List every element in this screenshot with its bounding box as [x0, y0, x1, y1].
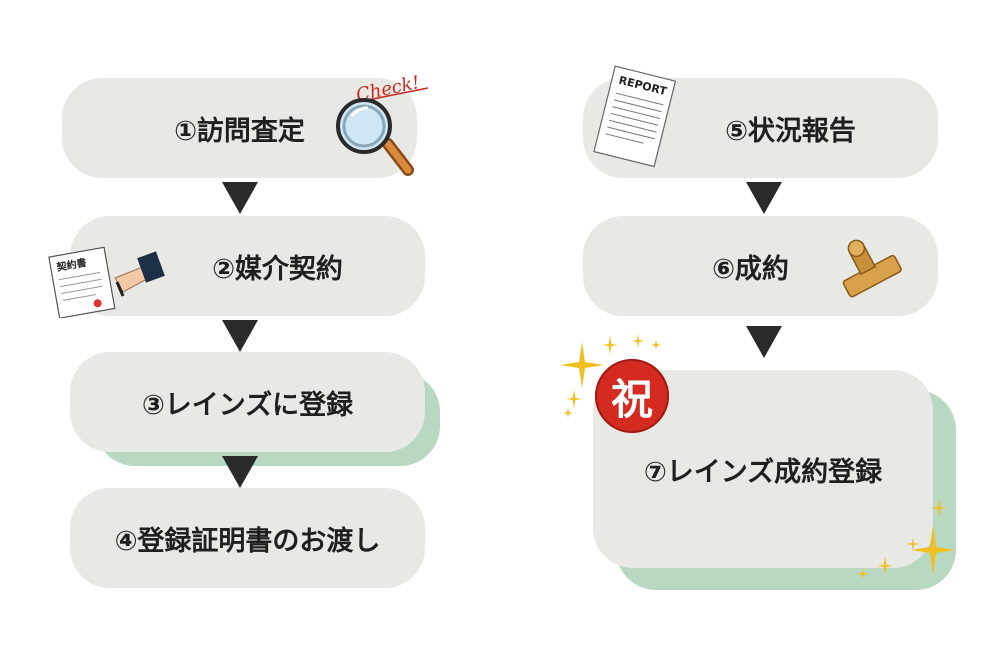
arrow-down-icon: [222, 456, 258, 488]
arrow-down-icon: [746, 182, 782, 214]
step-7-label: ⑦レインズ成約登録: [643, 456, 883, 488]
report-document-icon: REPORT: [593, 65, 677, 168]
stamp-icon: [842, 239, 902, 298]
celebration-badge: 祝: [595, 359, 669, 433]
contract-signing-icon: 契約書: [48, 246, 165, 318]
step-4-box: ④登録証明書のお渡し: [70, 488, 425, 588]
step-3-label: ③レインズに登録: [141, 389, 354, 421]
sparkle-icon: [560, 334, 661, 418]
step-2-label: ②媒介契約: [212, 253, 343, 285]
step-2-box: ②媒介契約: [70, 216, 425, 316]
arrow-down-icon: [222, 182, 258, 214]
celebration-text: 祝: [610, 374, 653, 424]
step-6-label: ⑥成約: [712, 253, 789, 285]
step-1-label: ①訪問査定: [174, 115, 305, 147]
arrow-down-icon: [222, 320, 258, 352]
magnifier-check-icon: Check!: [336, 72, 429, 176]
sparkle-icon: [858, 499, 955, 579]
arrow-down-icon: [746, 326, 782, 358]
step-3-box: ③レインズに登録: [70, 352, 425, 452]
step-5-label: ⑤状況報告: [725, 115, 856, 147]
step-4-label: ④登録証明書のお渡し: [114, 525, 381, 557]
